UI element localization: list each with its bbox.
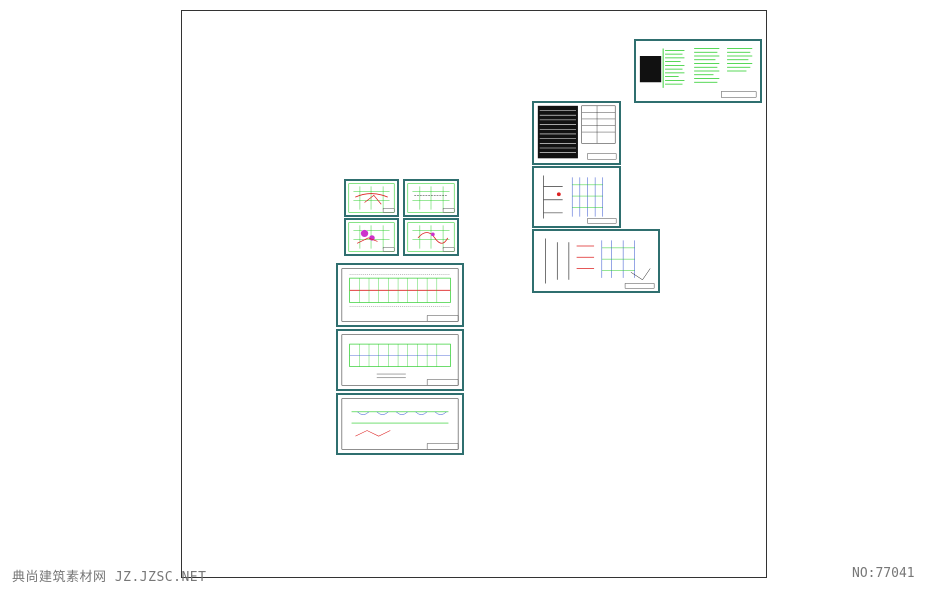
watermark-site-text: 典尚建筑素材网 JZ.JZSC.NET [12,570,207,585]
floor-plan-1-drawing [341,268,459,322]
riser-diagram-2-drawing [545,238,655,289]
watermark-id-text: NO:77041 [852,566,915,581]
plan-d-drawing [407,222,455,252]
sheet-riser-diagram-1[interactable] [532,166,621,228]
floor-plan-3-drawing [341,398,459,450]
sheet-plan-b[interactable] [403,179,459,217]
sheet-notes[interactable] [634,39,762,103]
sheet-plan-a[interactable] [344,179,399,217]
table-sheet-drawing [537,105,617,160]
sheet-plan-d[interactable] [403,218,459,256]
drawing-canvas-frame [181,10,767,578]
notes-sheet-drawing [639,48,757,98]
riser-diagram-1-drawing [543,175,617,224]
sheet-floor-plan-1[interactable] [336,263,464,327]
plan-a-drawing [348,183,395,213]
sheet-table[interactable] [532,101,621,165]
sheet-floor-plan-3[interactable] [336,393,464,455]
sheet-plan-c[interactable] [344,218,399,256]
sheet-floor-plan-2[interactable] [336,329,464,391]
plan-b-drawing [407,183,455,213]
plan-c-drawing [348,222,395,252]
floor-plan-2-drawing [341,334,459,386]
sheet-riser-diagram-2[interactable] [532,229,660,293]
